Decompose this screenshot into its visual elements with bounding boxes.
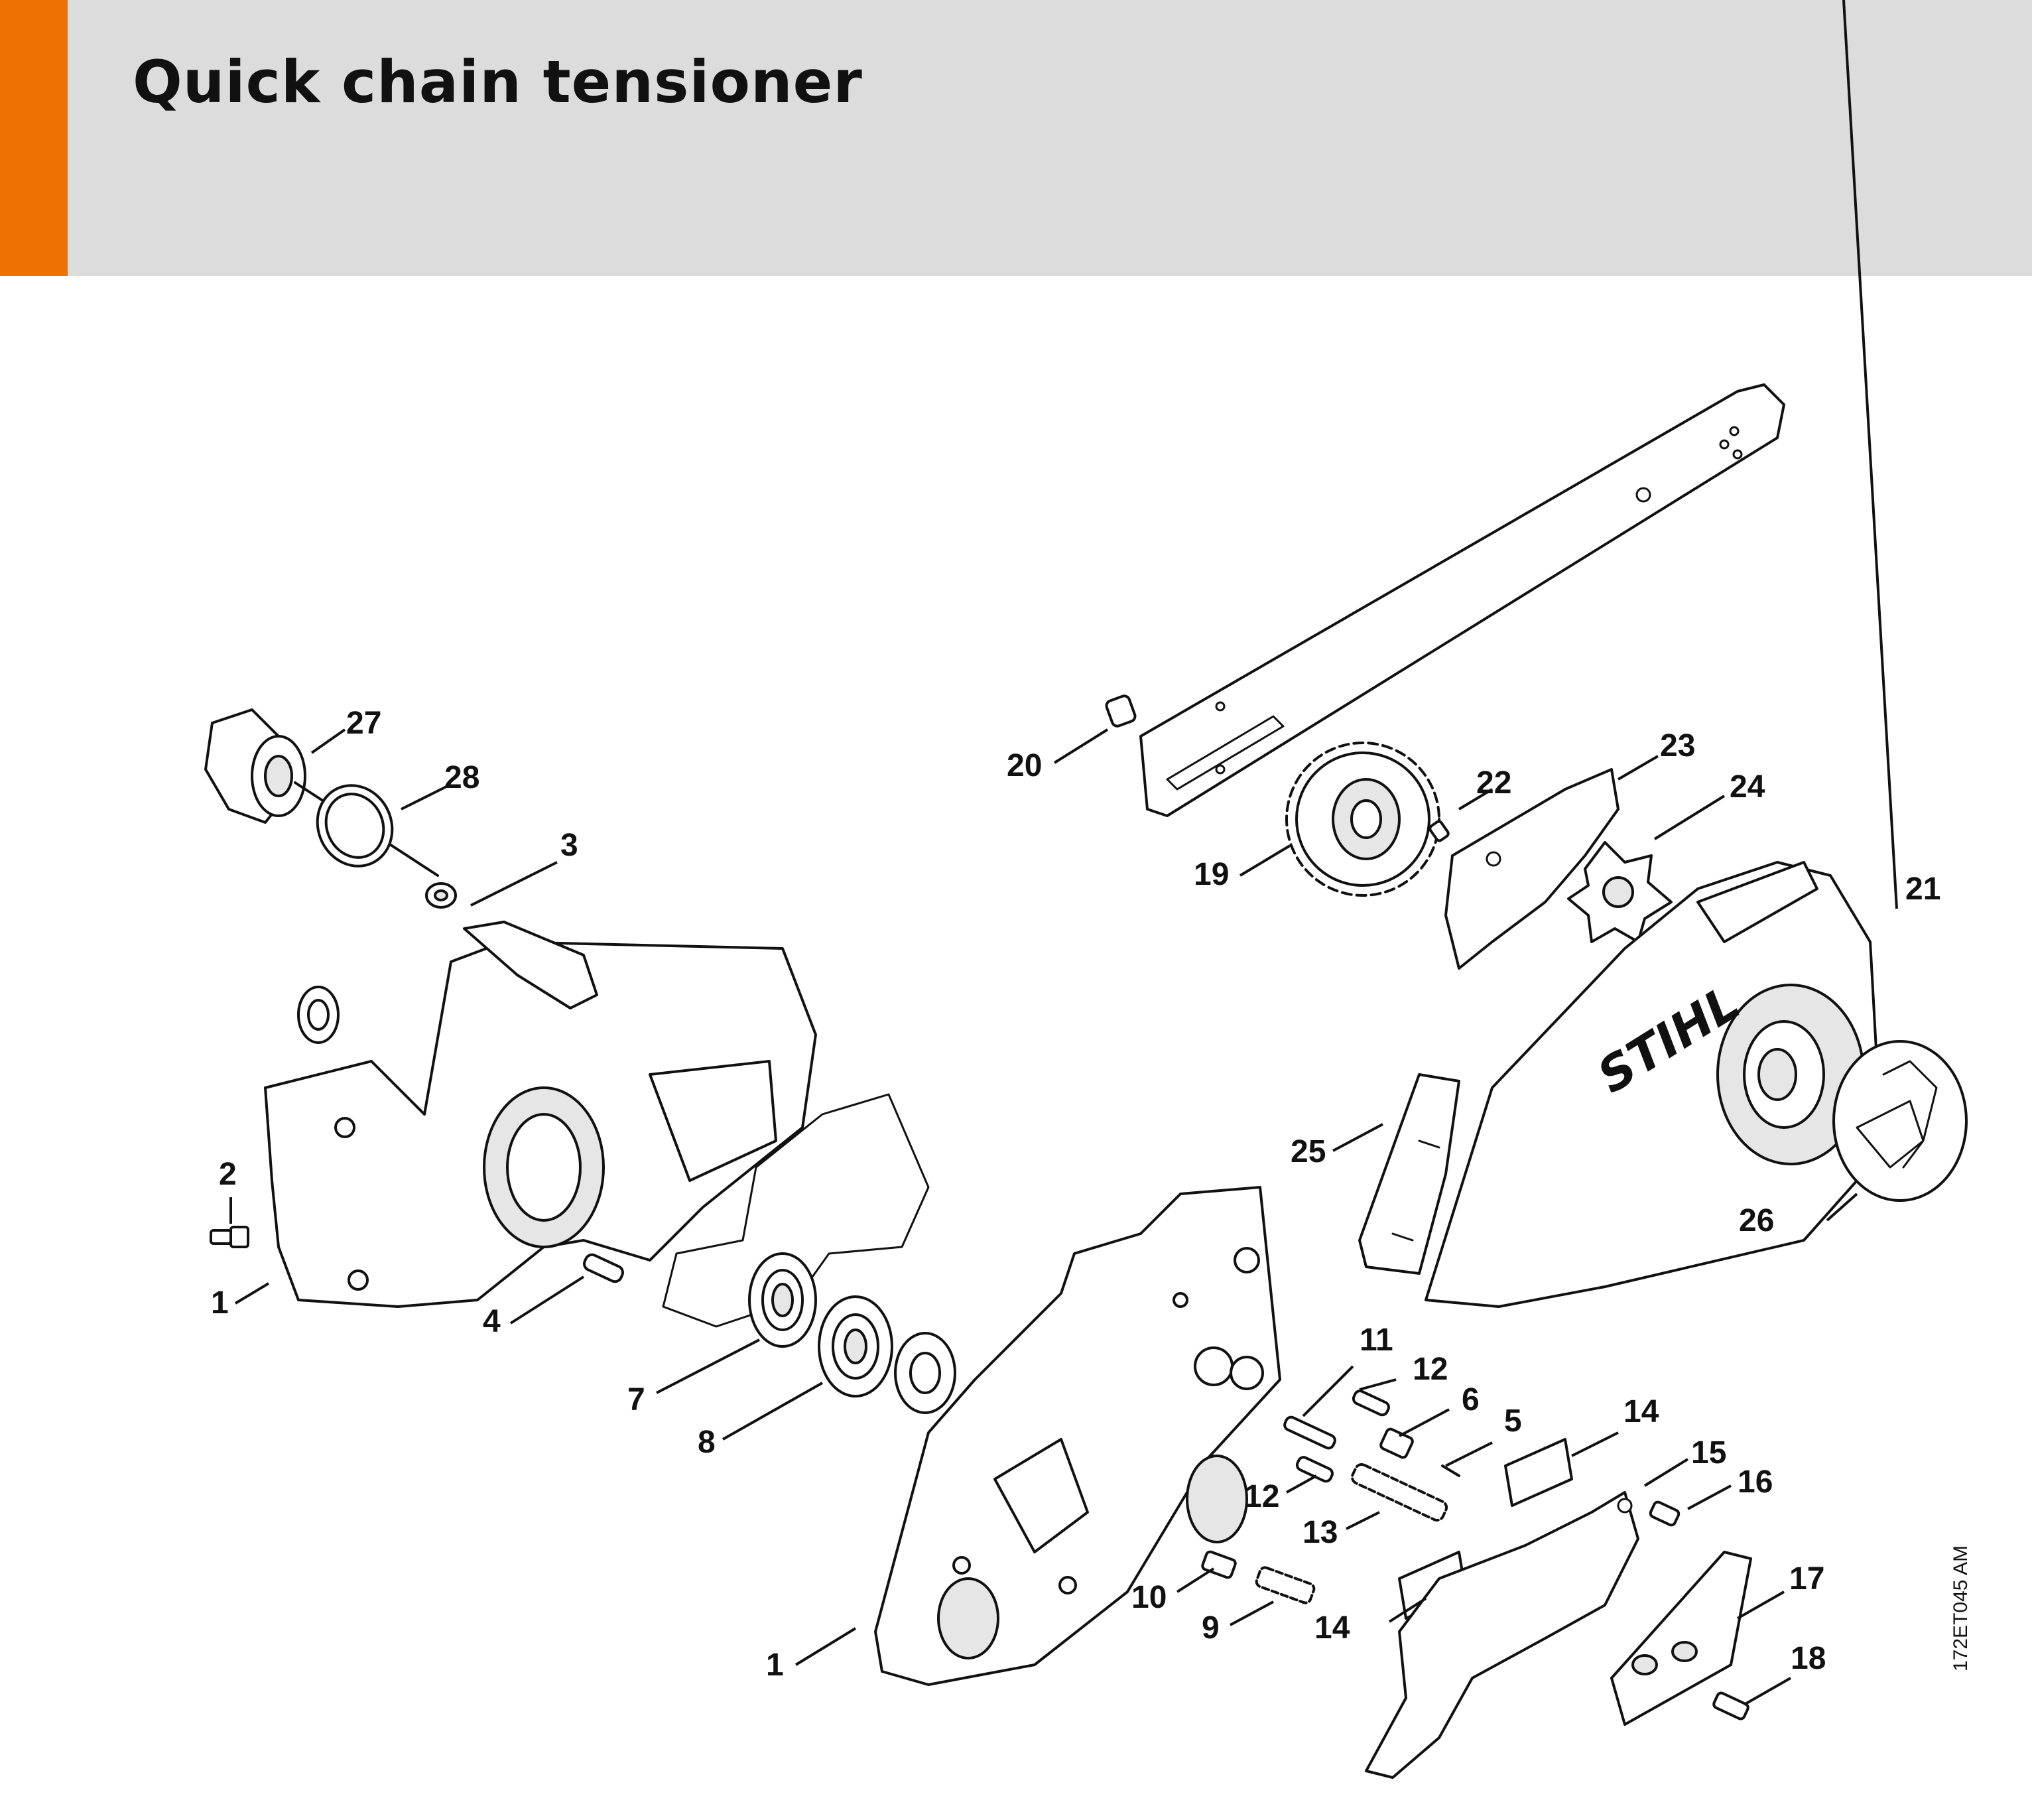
callout-16: 16 [1738, 1464, 1773, 1500]
header-bar: Quick chain tensioner [0, 0, 2032, 276]
part-13-tensioner-screw [1350, 1462, 1448, 1522]
part-20-spacer [1105, 694, 1137, 728]
part-12-pin-upper [1352, 1390, 1390, 1417]
callout-17: 17 [1789, 1561, 1824, 1596]
part-17-chain-plate [1610, 1551, 1752, 1726]
part-21-sprocket-cover: STIHL [1425, 861, 1878, 1308]
callout-10: 10 [1131, 1580, 1167, 1615]
part-23-plate [1444, 768, 1619, 970]
callout-4: 4 [483, 1304, 501, 1339]
part-14-slide-upper [1504, 1438, 1573, 1507]
part-11-pin [1283, 1415, 1336, 1450]
callout-1-left: 1 [211, 1285, 229, 1321]
callout-11: 11 [1360, 1323, 1393, 1358]
part-26-cover-cap [1832, 1040, 1968, 1202]
callout-14-upper: 14 [1623, 1394, 1659, 1429]
part-8-ball-bearing [818, 1295, 893, 1398]
callout-27: 27 [346, 706, 381, 741]
callout-9: 9 [1202, 1610, 1220, 1646]
callout-23: 23 [1660, 728, 1695, 763]
part-25-cover-strip [1358, 1073, 1460, 1275]
part-9-screw [1255, 1566, 1316, 1604]
part-3-grommet [425, 882, 457, 909]
part-19-tensioner-gear [1285, 742, 1440, 897]
callout-5: 5 [1504, 1403, 1522, 1439]
callout-21: 21 [1905, 872, 1940, 907]
part-4-dowel-pin [583, 1253, 624, 1283]
callout-22: 22 [1476, 765, 1511, 801]
guide-bar [1139, 383, 1785, 817]
callout-1-right: 1 [766, 1648, 784, 1683]
part-1-crankcase-left [264, 921, 817, 1308]
part-24-star-knob [1567, 841, 1673, 943]
part-5-pin [1441, 1464, 1460, 1477]
callout-13: 13 [1302, 1515, 1338, 1550]
crankcase-gasket [662, 1093, 930, 1328]
part-22-screw [1429, 820, 1450, 842]
callout-18: 18 [1791, 1641, 1826, 1676]
callout-25: 25 [1291, 1134, 1326, 1169]
callout-8: 8 [698, 1425, 716, 1460]
callout-20: 20 [1007, 748, 1042, 783]
part-27-oil-pump [204, 708, 439, 877]
callout-24: 24 [1730, 769, 1765, 805]
callout-2: 2 [219, 1157, 237, 1192]
part-28-o-ring [316, 784, 394, 868]
leader-lines [229, 0, 1898, 1706]
callout-labels: 27 28 3 2 1 4 7 8 20 22 23 24 19 21 25 2… [211, 706, 1940, 1683]
callout-19: 19 [1194, 857, 1229, 892]
part-18-screw [1712, 1691, 1749, 1721]
callout-28: 28 [444, 760, 479, 795]
part-7-ball-bearing [748, 1252, 817, 1348]
callout-3: 3 [560, 828, 578, 863]
callout-12-upper: 12 [1413, 1352, 1448, 1387]
oil-seal [297, 986, 340, 1044]
callout-12-lower: 12 [1244, 1479, 1279, 1514]
brand-accent-stripe [0, 0, 68, 276]
callout-14-lower: 14 [1314, 1610, 1350, 1646]
callout-7: 7 [627, 1382, 645, 1417]
callout-26: 26 [1739, 1203, 1774, 1238]
oil-seal-right [894, 1332, 956, 1414]
page-title: Quick chain tensioner [133, 48, 863, 116]
callout-6: 6 [1462, 1382, 1480, 1417]
part-16-screw [1649, 1500, 1681, 1527]
callout-15: 15 [1691, 1435, 1726, 1470]
drawing-reference-code: 172ET045 AM [1950, 1545, 1972, 1671]
part-15-chain-catcher [1365, 1491, 1639, 1779]
part-12-pin-lower [1295, 1456, 1334, 1483]
part-2-screw [210, 1226, 249, 1248]
part-1-crankcase-right [874, 1186, 1281, 1686]
